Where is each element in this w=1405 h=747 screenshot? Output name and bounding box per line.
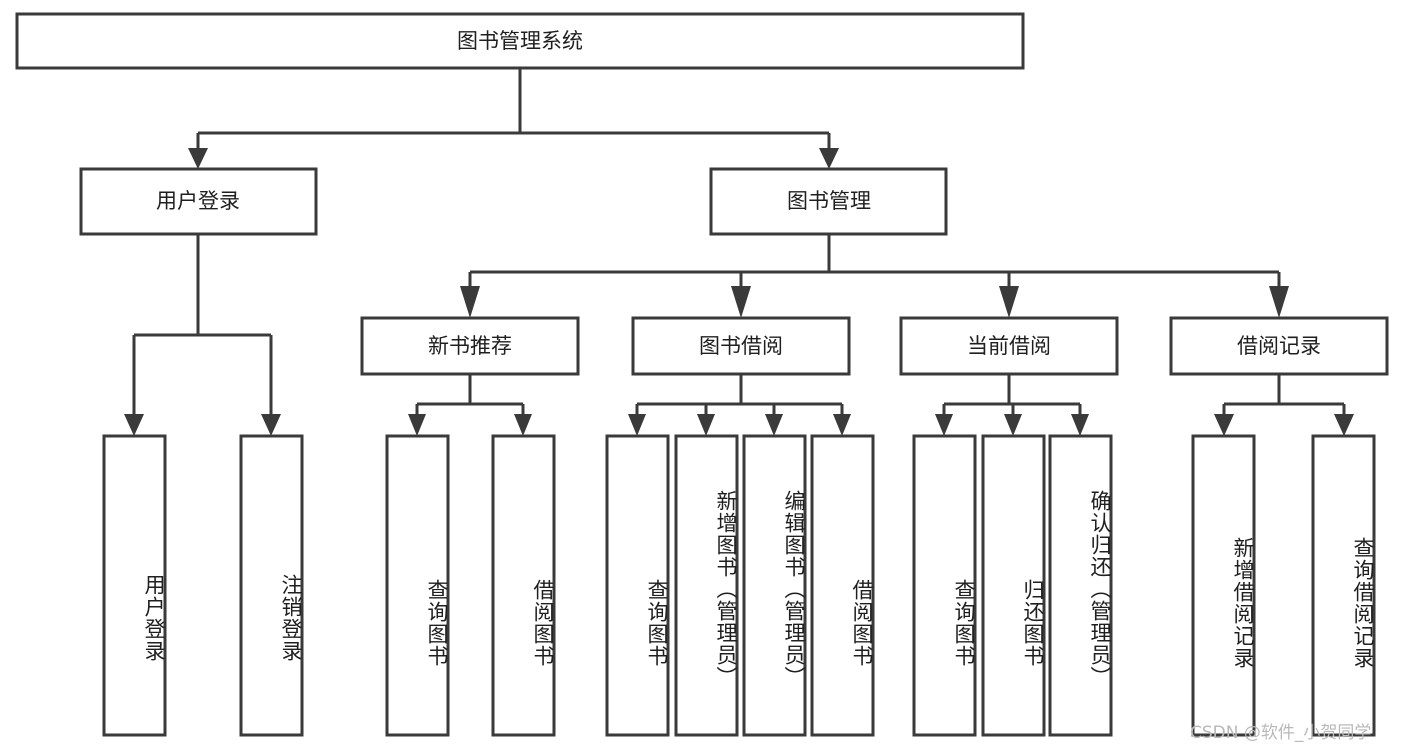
arrow-root-to-book: [819, 148, 839, 169]
node-user-login[interactable]: 用户登录: [79, 167, 318, 236]
arrow-recommend-l1: [408, 414, 426, 436]
arrow-current-l2: [1004, 414, 1022, 436]
node-borrow-record-label: 借阅记录: [1237, 334, 1321, 358]
node-borrow-record-box[interactable]: [1169, 316, 1389, 376]
node-current-borrow[interactable]: 当前借阅: [899, 316, 1119, 376]
leaf-box-recommend-query[interactable]: [385, 434, 450, 737]
leaf-box-current-confirm[interactable]: [1048, 434, 1113, 737]
arrow-borrow-l2: [697, 414, 715, 436]
node-user-login-label: 用户登录: [156, 189, 240, 213]
leaf-box-borrow-add[interactable]: [674, 434, 739, 737]
arrow-book-c3: [999, 286, 1019, 318]
node-book-manage-box[interactable]: [709, 167, 948, 236]
node-book-manage-label: 图书管理: [787, 189, 871, 213]
node-root-box[interactable]: [15, 12, 1025, 70]
node-new-book-recommend[interactable]: 新书推荐: [360, 316, 580, 376]
arrow-book-c2: [731, 286, 751, 318]
node-user-login-box[interactable]: [79, 167, 318, 236]
leaf-box-current-return[interactable]: [981, 434, 1046, 737]
arrow-book-c1: [460, 286, 480, 318]
leaf-boxes: [102, 434, 1376, 737]
arrow-current-l3: [1071, 414, 1089, 436]
leaf-box-borrow-edit[interactable]: [742, 434, 807, 737]
node-book-borrow-box[interactable]: [631, 316, 851, 376]
leaf-box-record-add[interactable]: [1191, 434, 1256, 737]
node-current-borrow-label: 当前借阅: [967, 334, 1051, 358]
leaf-box-borrow-lend[interactable]: [810, 434, 875, 737]
arrow-user-leaf2: [261, 414, 281, 436]
leaf-box-record-query[interactable]: [1311, 434, 1376, 737]
node-book-borrow-label: 图书借阅: [699, 334, 783, 358]
arrow-root-to-user: [188, 148, 208, 169]
leaf-box-recommend-borrow[interactable]: [491, 434, 556, 737]
leaf-box-user-logout[interactable]: [239, 434, 304, 737]
arrow-borrow-l3: [765, 414, 783, 436]
connectors: [124, 68, 1354, 436]
arrow-current-l1: [935, 414, 953, 436]
arrow-recommend-l2: [514, 414, 532, 436]
arrow-record-l1: [1214, 414, 1234, 436]
arrow-user-leaf1: [124, 414, 144, 436]
node-current-borrow-box[interactable]: [899, 316, 1119, 376]
arrow-borrow-l1: [628, 414, 646, 436]
leaf-box-current-query[interactable]: [912, 434, 977, 737]
node-book-manage[interactable]: 图书管理: [709, 167, 948, 236]
node-borrow-record[interactable]: 借阅记录: [1169, 316, 1389, 376]
leaf-box-borrow-query[interactable]: [605, 434, 670, 737]
watermark: CSDN @软件_小贺同学: [1190, 723, 1372, 743]
node-book-borrow[interactable]: 图书借阅: [631, 316, 851, 376]
node-new-book-recommend-box[interactable]: [360, 316, 580, 376]
arrow-borrow-l4: [833, 414, 851, 436]
node-root-label: 图书管理系统: [457, 29, 583, 53]
node-root[interactable]: 图书管理系统: [15, 12, 1025, 70]
node-new-book-recommend-label: 新书推荐: [428, 334, 512, 358]
arrow-record-l2: [1334, 414, 1354, 436]
arrow-book-c4: [1269, 286, 1289, 318]
leaf-box-user-login[interactable]: [102, 434, 167, 737]
